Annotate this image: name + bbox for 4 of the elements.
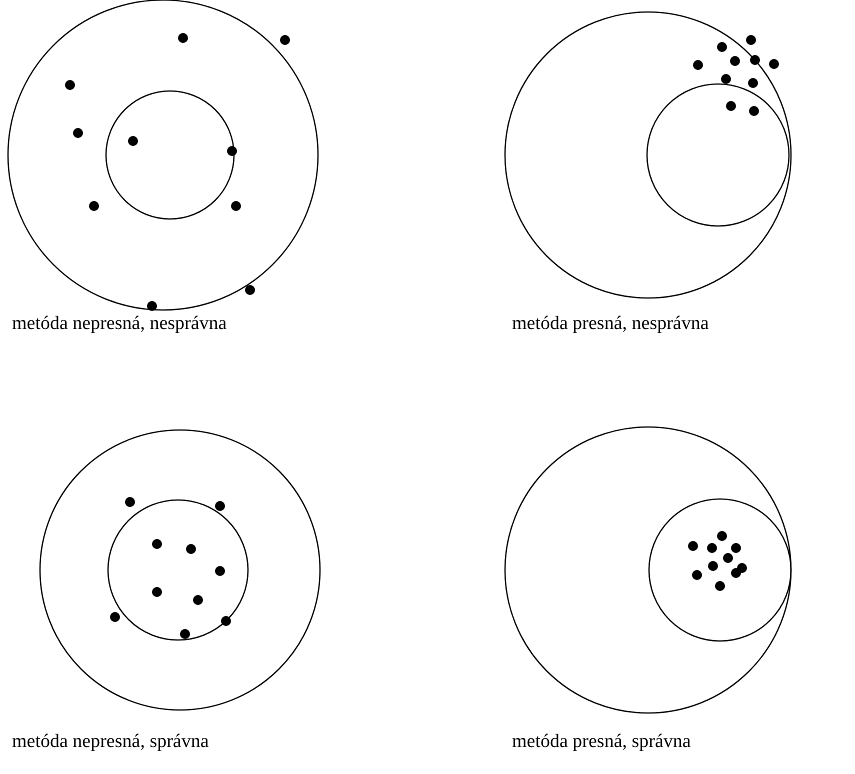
caption: metóda presná, nesprávna	[512, 313, 709, 335]
caption: metóda nepresná, správna	[12, 731, 209, 753]
caption: metóda presná, správna	[512, 731, 691, 753]
caption: metóda nepresná, nesprávna	[12, 313, 227, 335]
